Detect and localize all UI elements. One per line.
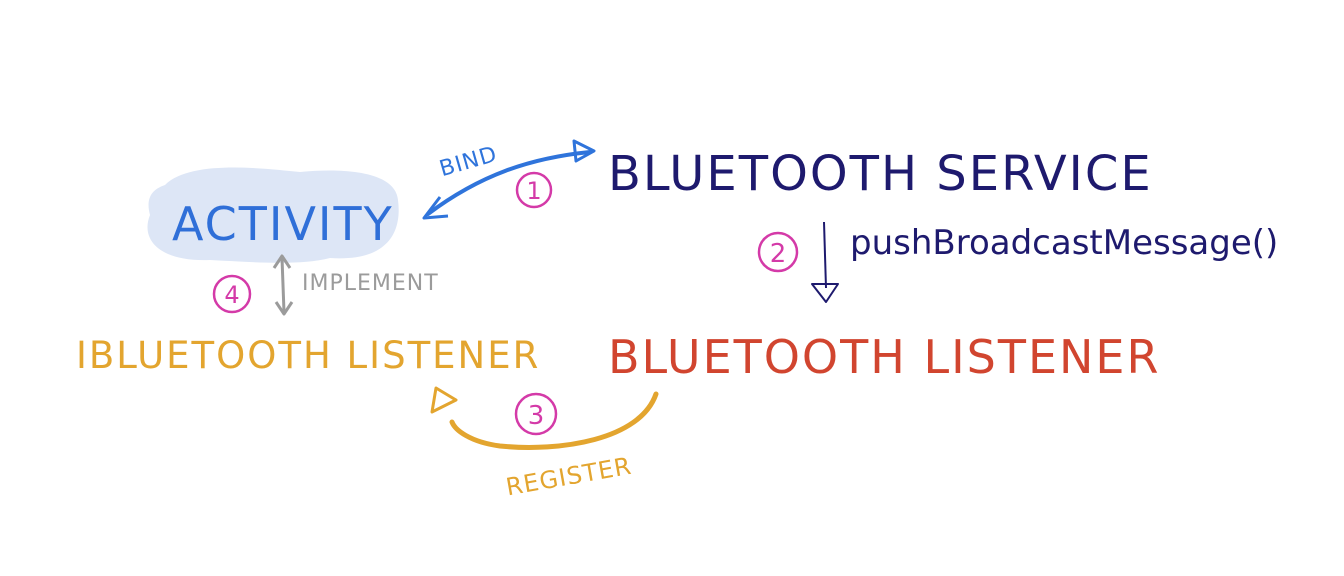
implement-arrow-line (280, 257, 286, 313)
bind-arrowhead-left (422, 196, 449, 220)
register-arrowhead (430, 386, 458, 414)
implement-arrowhead-bottom (274, 301, 294, 316)
push-arrow-line (823, 221, 827, 289)
node-ibluetooth-listener: IBLUETOOTH LISTENER (76, 334, 540, 377)
register-arrow (449, 391, 659, 450)
bind-arrow (426, 150, 592, 216)
step-4-marker: 4 (212, 274, 252, 314)
step-1-marker: 1 (515, 171, 553, 209)
node-bluetooth-service: BLUETOOTH SERVICE (608, 146, 1153, 202)
step-1-number: 1 (526, 177, 541, 205)
step-3-marker: 3 (514, 392, 558, 436)
step-3-number: 3 (528, 401, 545, 431)
bind-arrowhead-right (572, 139, 596, 163)
step-2-marker: 2 (757, 231, 799, 273)
step-2-number: 2 (770, 239, 787, 269)
push-label: pushBroadcastMessage() (850, 223, 1278, 263)
implement-arrowhead-top (272, 254, 292, 269)
activity-highlight (147, 167, 399, 263)
register-label: REGISTER (504, 452, 634, 502)
node-bluetooth-listener: BLUETOOTH LISTENER (608, 330, 1160, 384)
step-4-number: 4 (224, 281, 239, 309)
implement-label: IMPLEMENT (302, 271, 439, 296)
push-arrowhead (811, 283, 839, 303)
node-activity: ACTIVITY (172, 197, 394, 251)
